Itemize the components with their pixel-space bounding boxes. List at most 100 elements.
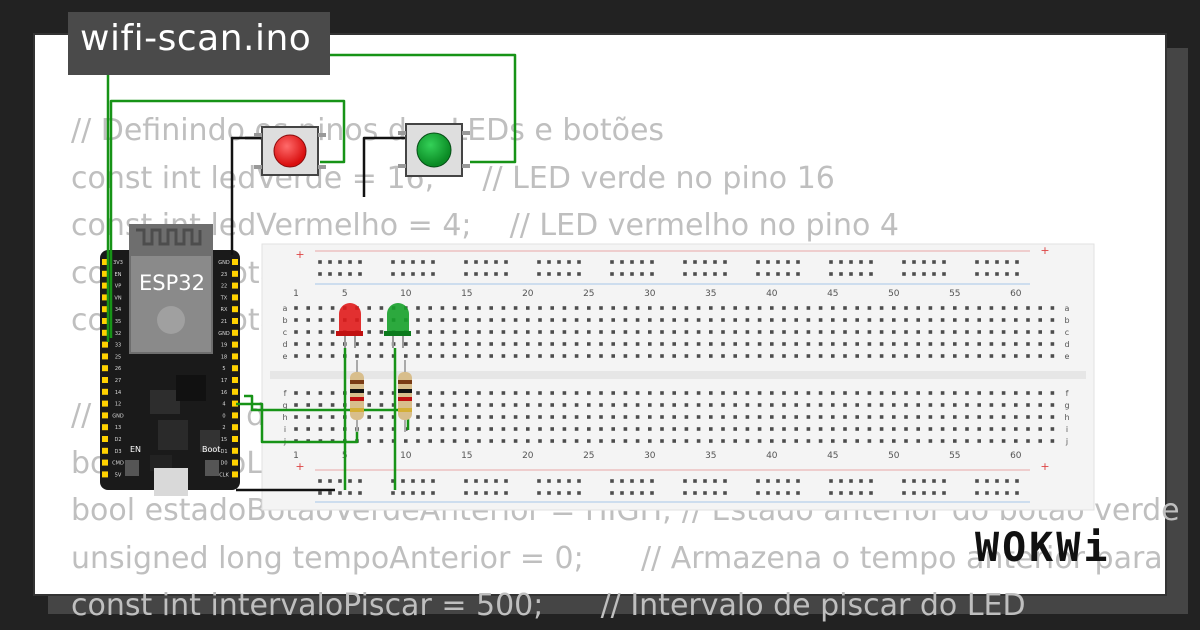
esp32-pin[interactable] — [102, 471, 108, 478]
esp32-pin-label: 22 — [221, 284, 227, 290]
red-led[interactable] — [336, 303, 363, 348]
row-letter: b — [1064, 316, 1069, 325]
esp32-pin[interactable] — [102, 282, 108, 289]
esp32-pin[interactable] — [232, 306, 238, 313]
wokwi-logo[interactable]: WOKWi — [975, 525, 1111, 571]
red-pushbutton[interactable] — [254, 126, 326, 176]
esp32-pin[interactable] — [232, 282, 238, 289]
boot-button-label: Boot — [202, 445, 221, 454]
column-number: 50 — [888, 289, 900, 299]
esp32-pin-label: D2 — [114, 437, 121, 443]
en-button-label: EN — [130, 445, 142, 454]
esp32-pin-label: 18 — [221, 354, 227, 360]
row-letter: j — [1065, 437, 1068, 446]
esp32-pin[interactable] — [232, 329, 238, 336]
esp32-label: ESP32 — [139, 271, 205, 295]
esp32-pin-label: VN — [114, 295, 121, 301]
row-letter: h — [1064, 413, 1069, 422]
esp32-pin-label: CMD — [112, 461, 124, 467]
esp32-pin[interactable] — [102, 424, 108, 431]
esp32-pin[interactable] — [102, 306, 108, 313]
breadboard: 1155101015152020252530303535404045455050… — [261, 243, 1095, 511]
esp32-pin[interactable] — [102, 400, 108, 407]
code-line: unsigned long tempoAnterior = 0; // Arma… — [71, 540, 1163, 576]
column-number: 40 — [766, 451, 778, 461]
column-number: 50 — [888, 451, 900, 461]
esp32-pin-label: 5 — [222, 366, 225, 372]
esp32-pin-label: 26 — [115, 366, 121, 372]
esp32-pin-label: GND — [112, 413, 124, 419]
column-number: 15 — [461, 451, 472, 461]
esp32-pin[interactable] — [102, 294, 108, 301]
column-number: 30 — [644, 451, 656, 461]
esp32-pin[interactable] — [232, 294, 238, 301]
esp32-pin[interactable] — [232, 447, 238, 454]
esp32-pin[interactable] — [232, 318, 238, 324]
esp32-pin-label: D3 — [114, 449, 121, 455]
esp32-pin[interactable] — [232, 388, 238, 395]
esp32-pin[interactable] — [232, 341, 238, 348]
esp32-pin[interactable] — [102, 318, 108, 324]
rail-plus-label: + — [295, 248, 304, 261]
green-pushbutton[interactable] — [398, 123, 470, 177]
esp32-pin[interactable] — [102, 259, 108, 265]
esp32-pin-label: 25 — [115, 354, 121, 360]
esp32-pin[interactable] — [232, 459, 238, 466]
column-number: 55 — [949, 451, 960, 461]
esp32-left-header — [102, 259, 108, 478]
esp32-pin[interactable] — [102, 377, 108, 383]
esp32-pin[interactable] — [102, 388, 108, 395]
column-number: 60 — [1010, 289, 1022, 299]
rail-plus-label: + — [295, 460, 304, 473]
row-letter: b — [282, 316, 287, 325]
green-led[interactable] — [384, 303, 411, 348]
esp32-pin[interactable] — [232, 365, 238, 372]
column-number: 10 — [400, 289, 412, 299]
esp32-pin[interactable] — [102, 412, 108, 419]
esp32-pin[interactable] — [102, 341, 108, 348]
esp32-pin[interactable] — [102, 353, 108, 360]
esp32-pin[interactable] — [232, 471, 238, 478]
row-letter: c — [283, 328, 287, 337]
esp32-pin[interactable] — [232, 259, 238, 265]
resistor-2[interactable] — [398, 360, 412, 432]
esp32-pin[interactable] — [102, 365, 108, 372]
esp32-pin-label: GND — [218, 260, 230, 266]
esp32-pin[interactable] — [102, 329, 108, 336]
esp32-pin-label: 19 — [221, 343, 227, 349]
row-letter: d — [1064, 340, 1069, 349]
esp32-pin[interactable] — [102, 270, 108, 277]
esp32-board[interactable]: 3V3ENVPVN343532332526271412GND13D2D3CMD5… — [100, 224, 240, 496]
esp32-pin[interactable] — [102, 436, 108, 442]
column-number: 5 — [342, 289, 348, 299]
esp32-pin-label: VP — [115, 284, 121, 290]
esp32-pin[interactable] — [102, 447, 108, 454]
esp32-pin[interactable] — [232, 400, 238, 407]
esp32-pin-label: D0 — [220, 461, 227, 467]
project-title[interactable]: wifi-scan.ino — [80, 18, 312, 59]
row-letter: g — [1064, 401, 1069, 410]
esp32-pin-label: 32 — [115, 331, 121, 337]
column-number: 20 — [522, 451, 534, 461]
resistor-1[interactable] — [350, 360, 364, 432]
row-letter: d — [282, 340, 287, 349]
esp32-pin[interactable] — [232, 436, 238, 442]
row-letter: a — [1065, 304, 1070, 313]
rail-plus-label: + — [1040, 460, 1049, 473]
column-number: 30 — [644, 289, 656, 299]
esp32-pin[interactable] — [232, 377, 238, 383]
esp32-pin-label: 13 — [115, 425, 121, 431]
esp32-pin-label: TX — [220, 295, 228, 301]
column-number: 60 — [1010, 451, 1022, 461]
esp32-pin-label: 23 — [221, 272, 227, 278]
esp32-pin[interactable] — [232, 424, 238, 431]
title-tab[interactable] — [68, 12, 330, 75]
column-number: 35 — [705, 289, 716, 299]
esp32-pin[interactable] — [232, 412, 238, 419]
esp32-pin-label: 15 — [221, 437, 227, 443]
column-number: 1 — [293, 451, 299, 461]
esp32-pin[interactable] — [232, 353, 238, 360]
esp32-pin[interactable] — [232, 270, 238, 277]
esp32-pin[interactable] — [102, 459, 108, 466]
